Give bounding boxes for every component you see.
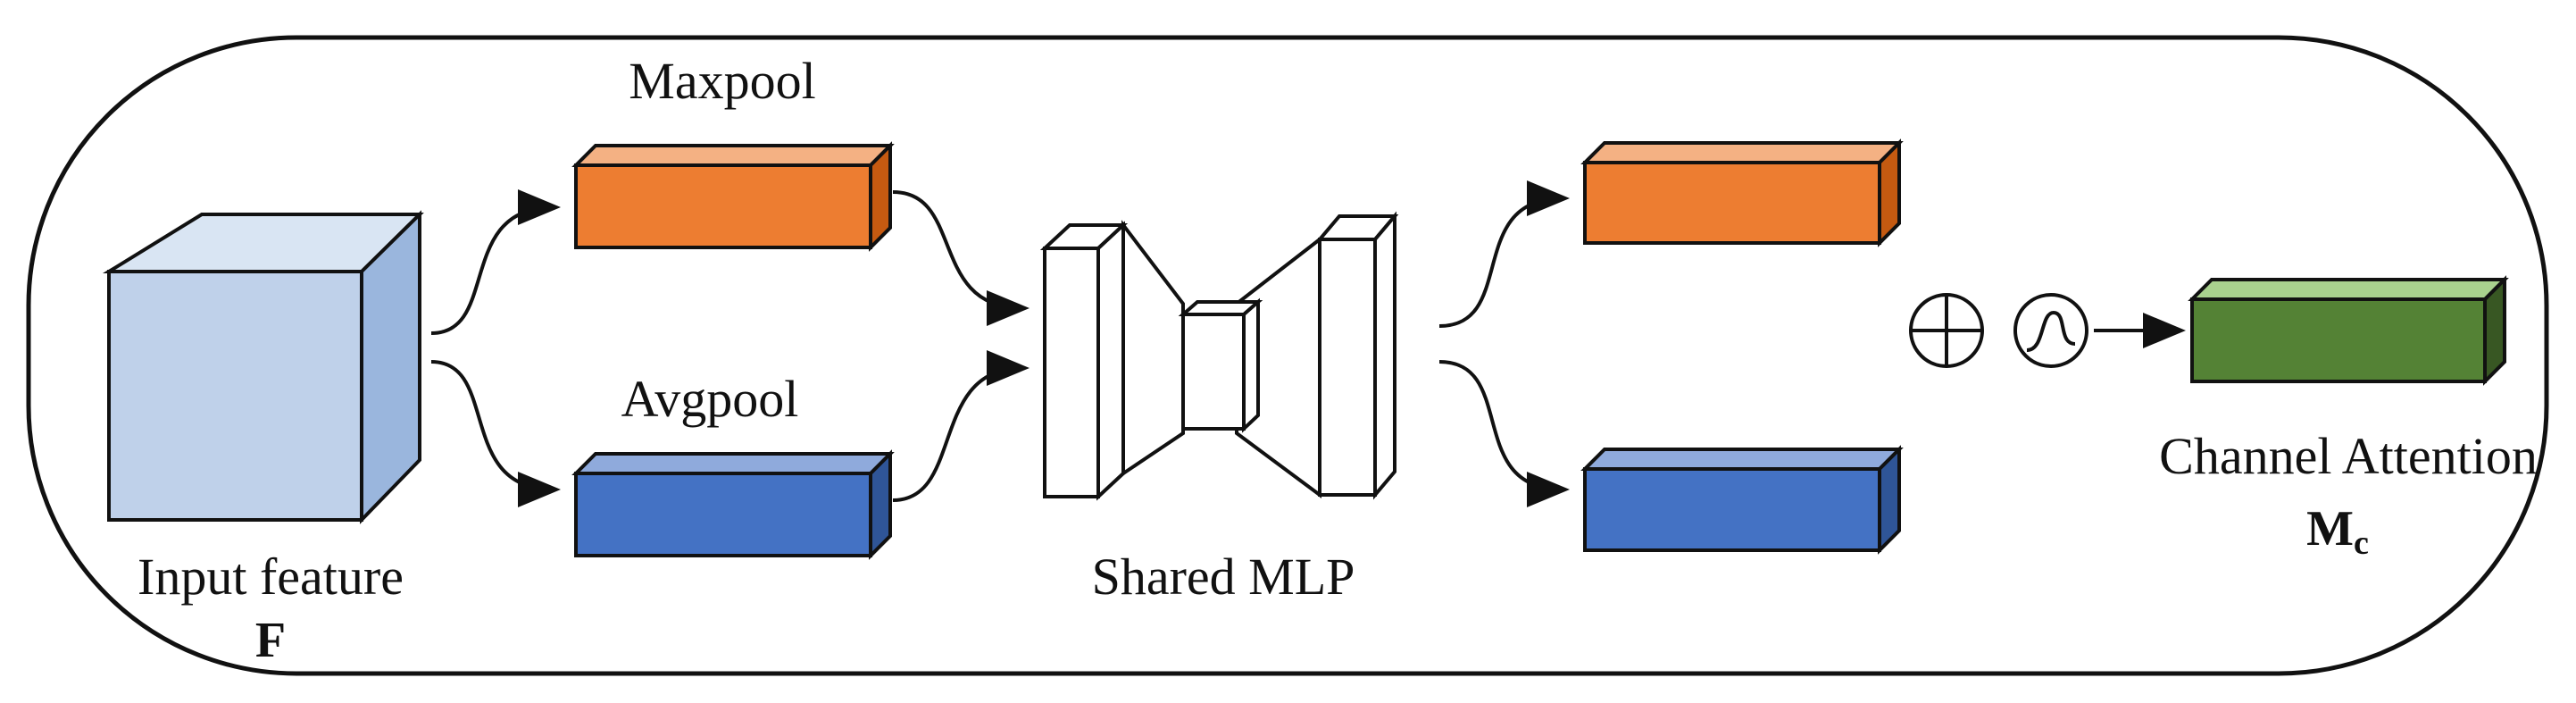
mlp-encoder-funnel: [1121, 220, 1185, 477]
avgpool-box-front: [574, 472, 872, 557]
avgpool-box-side: [869, 449, 892, 560]
mlp-output-layer: [1318, 238, 1377, 497]
mlp-output-layer-side: [1373, 211, 1396, 500]
input-feature-cube: [102, 210, 424, 524]
out-orange-box-top: [1580, 141, 1904, 164]
maxpool-label: Maxpool: [629, 52, 815, 110]
output-symbol-main: M: [2306, 501, 2354, 557]
module-frame: [26, 35, 2549, 676]
channel-attention-box: [2188, 275, 2509, 386]
shared-mlp: [1039, 211, 1399, 501]
mlp-hidden-layer-side: [1242, 297, 1260, 433]
shared-mlp-label: Shared MLP: [1092, 548, 1355, 606]
out-blue-box-top: [1580, 448, 1904, 471]
maxpool-box: [571, 141, 895, 252]
edge-avgpool-to-mlp: [892, 350, 1030, 502]
out-blue-box-side: [1878, 445, 1901, 555]
circled-plus-icon: [1909, 293, 1984, 368]
edge-mlp-to-orange-output: [1438, 180, 1570, 328]
input-feature-label: Input feature: [138, 548, 404, 606]
out-blue-box-front: [1583, 467, 1881, 552]
input-symbol-label: F: [255, 613, 286, 668]
edge-input-to-avgpool: [430, 360, 561, 507]
edge-mlp-to-blue-output: [1438, 360, 1570, 507]
out-orange-box-side: [1878, 138, 1901, 247]
maxpool-box-side: [869, 141, 892, 252]
maxpool-box-top: [571, 144, 895, 167]
mlp-output-maxpool-box: [1580, 138, 1904, 247]
output-symbol-label: Mc: [2306, 501, 2369, 562]
avgpool-label: Avgpool: [621, 370, 799, 428]
sigmoid-icon: [2013, 293, 2088, 368]
maxpool-box-front: [574, 163, 872, 249]
mlp-output-avgpool-box: [1580, 445, 1904, 555]
avgpool-box: [571, 449, 895, 560]
channel-attention-label: Channel Attention: [2159, 427, 2538, 485]
attention-box-side: [2483, 275, 2506, 386]
attention-box-top: [2188, 278, 2509, 301]
out-orange-box-front: [1583, 161, 1881, 245]
attention-box-front: [2190, 297, 2487, 383]
mlp-input-layer: [1043, 247, 1100, 498]
mlp-hidden-layer: [1181, 313, 1246, 431]
edge-input-to-maxpool: [430, 189, 561, 335]
output-symbol-subscript: c: [2354, 524, 2369, 562]
mlp-input-layer-side: [1096, 221, 1125, 501]
avgpool-box-top: [571, 452, 895, 475]
input-cube-front: [107, 270, 363, 522]
edge-maxpool-to-mlp: [892, 190, 1030, 326]
